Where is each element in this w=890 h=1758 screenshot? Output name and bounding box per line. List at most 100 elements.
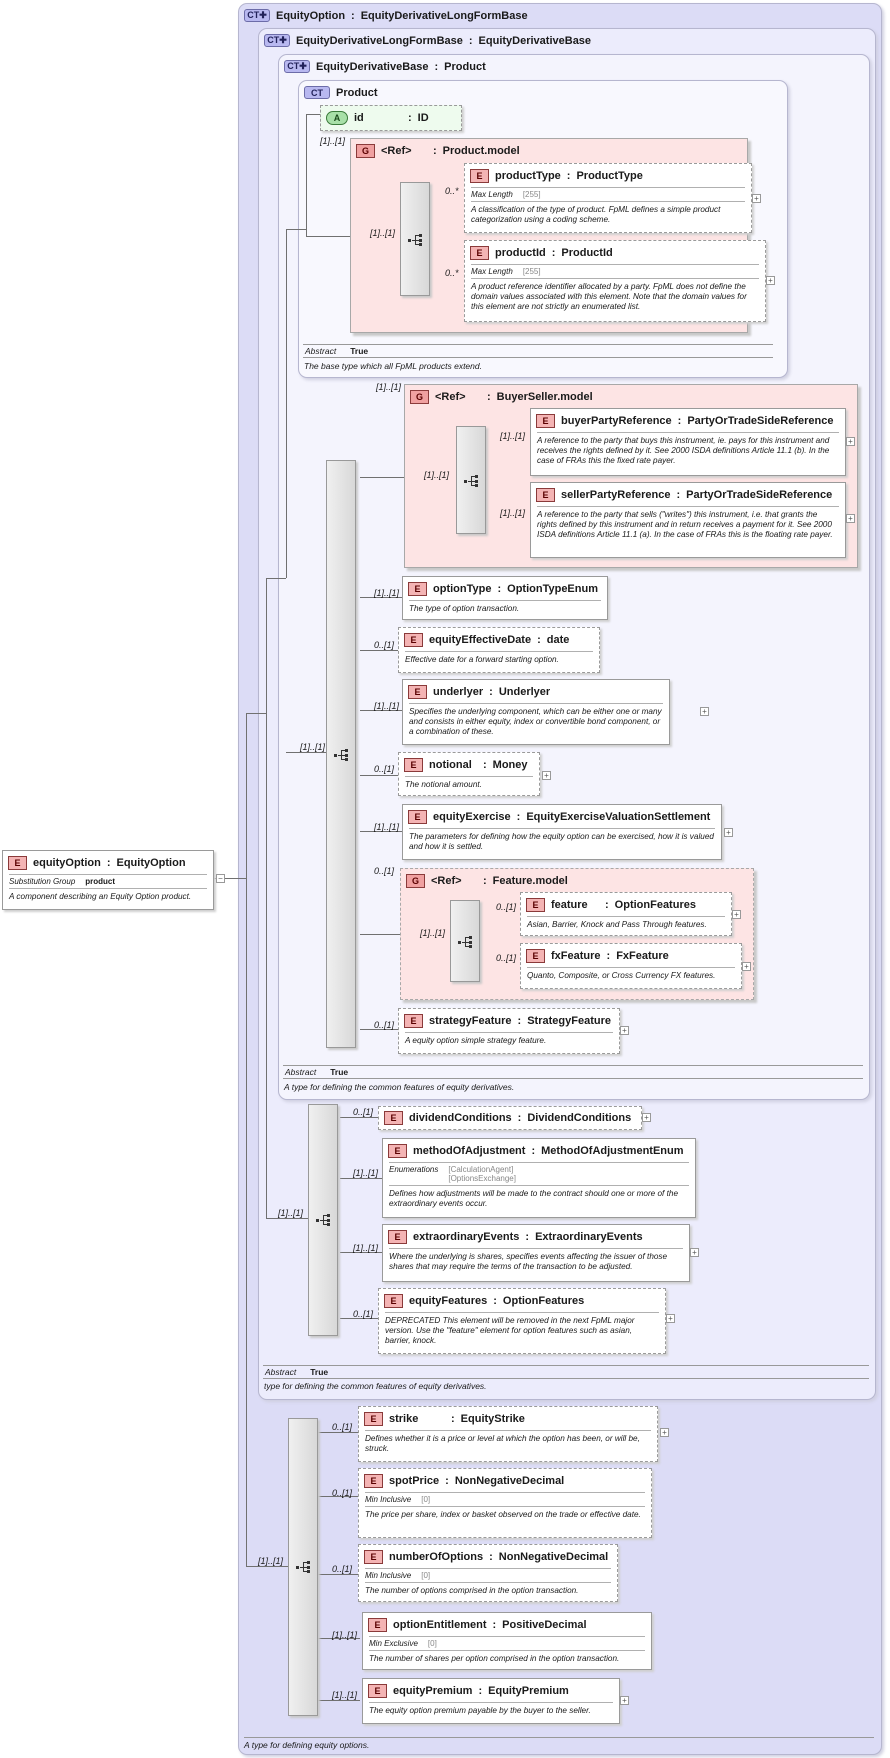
cardinality: [1]..[1] — [278, 1208, 304, 1218]
attribute-id[interactable]: A id : ID — [320, 105, 462, 131]
element-icon: E — [408, 685, 427, 699]
cardinality: 0..[1] — [374, 764, 395, 774]
expand-toggle[interactable]: + — [542, 771, 551, 780]
cardinality: [1]..[1] — [300, 742, 326, 752]
cardinality: 0..[1] — [374, 1020, 395, 1030]
sequence-compositor[interactable] — [456, 426, 486, 534]
root-element-equity-option[interactable]: E equityOption : EquityOption Substituti… — [2, 850, 214, 910]
attribute-type: ID — [417, 112, 429, 124]
sequence-compositor[interactable] — [400, 182, 430, 296]
element-icon: E — [364, 1412, 383, 1426]
group-icon: G — [410, 390, 429, 404]
ct-doc: A type for defining the common features … — [284, 1082, 515, 1092]
attribute-name: id — [354, 112, 364, 124]
ct-header: CT✚ EquityDerivativeLongFormBase : Equit… — [264, 34, 591, 47]
ct-base: EquityDerivativeBase — [478, 34, 592, 47]
expand-toggle[interactable]: + — [846, 437, 855, 446]
sequence-compositor[interactable] — [308, 1104, 338, 1336]
expand-toggle[interactable]: + — [690, 1248, 699, 1257]
element-icon: E — [470, 169, 489, 183]
sequence-icon — [408, 233, 424, 246]
expand-toggle[interactable]: + — [724, 828, 733, 837]
element-icon: E — [384, 1294, 403, 1308]
expand-toggle[interactable]: + — [752, 194, 761, 203]
element-icon: E — [364, 1474, 383, 1488]
complex-type-icon: CT✚ — [284, 60, 310, 73]
expand-toggle[interactable]: + — [742, 962, 751, 971]
element-icon: E — [404, 758, 423, 772]
cardinality: [1]..[1] — [374, 588, 400, 598]
expand-toggle[interactable]: + — [846, 514, 855, 523]
expand-toggle[interactable]: + — [660, 1428, 669, 1437]
cardinality: [1]..[1] — [320, 136, 346, 146]
sequence-icon — [296, 1560, 312, 1573]
ct-title: EquityDerivativeBase — [316, 60, 429, 73]
cardinality: [1]..[1] — [370, 228, 396, 238]
element-icon: E — [8, 856, 27, 870]
ct-doc: A type for defining equity options. — [244, 1737, 874, 1750]
cardinality: [1]..[1] — [353, 1243, 379, 1253]
element-type: EquityOption — [116, 857, 186, 869]
expand-toggle[interactable]: + — [620, 1026, 629, 1035]
expand-toggle[interactable]: + — [700, 707, 709, 716]
collapse-toggle[interactable]: − — [216, 874, 225, 883]
ct-doc: type for defining the common features of… — [264, 1381, 487, 1391]
expand-toggle[interactable]: + — [642, 1113, 651, 1122]
element-icon: E — [408, 582, 427, 596]
ct-base: EquityDerivativeLongFormBase — [360, 9, 528, 22]
element-icon: E — [536, 414, 555, 428]
expand-toggle[interactable]: + — [766, 276, 775, 285]
sequence-compositor[interactable] — [450, 900, 480, 982]
cardinality: [1]..[1] — [353, 1168, 379, 1178]
expand-toggle[interactable]: + — [620, 1696, 629, 1705]
attribute-icon: A — [326, 111, 348, 125]
sequence-icon — [316, 1213, 332, 1226]
cardinality: [1]..[1] — [420, 928, 446, 938]
expand-toggle[interactable]: + — [732, 910, 741, 919]
element-icon: E — [384, 1111, 403, 1125]
expand-toggle[interactable]: + — [666, 1314, 675, 1323]
sequence-compositor[interactable] — [326, 460, 356, 1048]
element-icon: E — [404, 633, 423, 647]
complex-type-icon: CT✚ — [264, 34, 290, 47]
sequence-compositor[interactable] — [288, 1418, 318, 1716]
cardinality: [1]..[1] — [332, 1630, 358, 1640]
element-icon: E — [388, 1144, 407, 1158]
cardinality: [1]..[1] — [424, 470, 450, 480]
element-icon: E — [364, 1550, 383, 1564]
cardinality: 0..[1] — [353, 1309, 374, 1319]
ct-title: EquityDerivativeLongFormBase — [296, 34, 463, 47]
cardinality: 0..[1] — [374, 640, 395, 650]
element-icon: E — [368, 1618, 387, 1632]
cardinality: 0..[1] — [374, 866, 395, 876]
element-icon: E — [526, 949, 545, 963]
ct-header: CT✚ EquityOption : EquityDerivativeLongF… — [244, 9, 528, 22]
ct-header: CT Product — [304, 86, 378, 99]
cardinality: 0..[1] — [353, 1107, 374, 1117]
element-icon: E — [404, 1014, 423, 1028]
